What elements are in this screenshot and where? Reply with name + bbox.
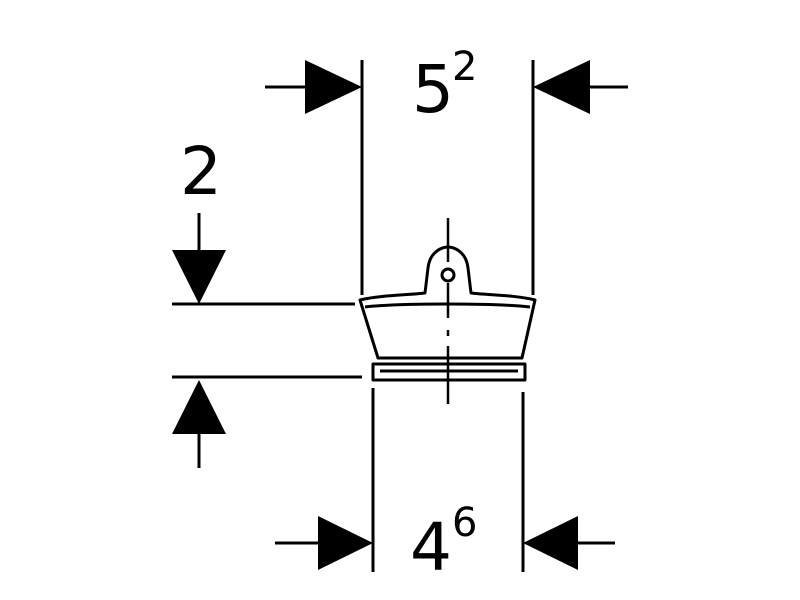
height-bottom-arrowhead (172, 380, 226, 434)
top-dimension-value: 5 (412, 51, 454, 128)
stopper-knob-hole (440, 267, 456, 283)
bottom-dimension-value: 4 (410, 509, 452, 586)
bottom-left-arrowhead (318, 516, 373, 570)
top-dimension-superscript: 2 (452, 44, 477, 90)
bottom-dimension-superscript: 6 (452, 500, 477, 546)
top-left-arrowhead (305, 60, 362, 114)
top-right-arrowhead (533, 60, 590, 114)
top-dimension: 5 2 (265, 44, 628, 128)
bottom-right-arrowhead (523, 516, 578, 570)
height-dimension-value: 2 (180, 133, 222, 210)
stopper-base-ring (371, 362, 527, 382)
height-top-arrowhead (172, 250, 226, 304)
height-dimension: 2 (172, 133, 226, 468)
bottom-dimension: 4 6 (275, 500, 615, 586)
